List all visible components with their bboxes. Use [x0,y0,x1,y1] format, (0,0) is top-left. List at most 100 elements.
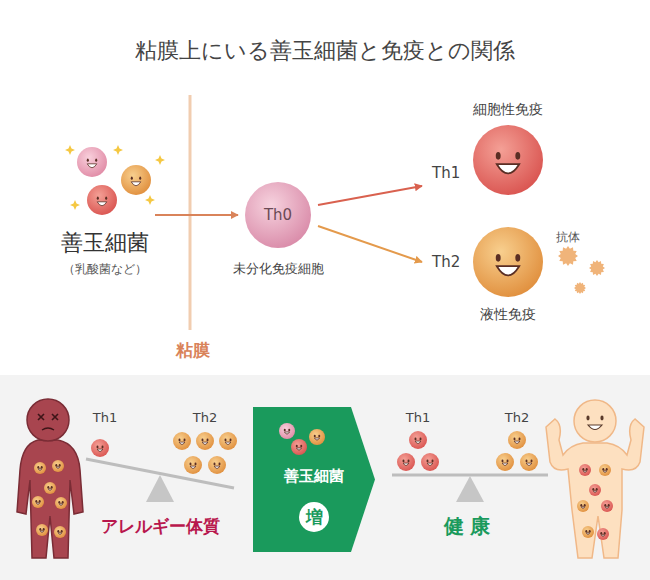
antibody-label: 抗体 [556,230,580,244]
cell-eye [496,152,501,160]
cell-body [36,524,48,536]
cell-smile [97,202,107,206]
cell-body [245,182,311,248]
cell-body [577,500,589,512]
sparkle [65,145,75,155]
cell-body [34,462,46,474]
cell-eye [604,532,606,535]
cell-eye [189,463,191,466]
cell-eye [408,460,410,463]
balance-label: Th2 [505,410,529,426]
mucosa-line [189,95,192,330]
cell-body [196,432,214,450]
cell-eye [284,429,286,432]
cell-body [54,526,66,538]
person-smile [588,425,602,430]
cell-smile [593,491,597,493]
cell-smile [502,463,508,465]
cell-smile [214,466,220,468]
smiling-cell [496,453,514,471]
balance-label: Th1 [93,410,117,426]
increase-badge: 増 [298,501,330,533]
cell-eye [585,530,587,533]
antibody [589,260,605,276]
cell-eye [39,500,41,503]
cell-eye [600,532,602,535]
cell-eye [602,468,604,471]
cell-body [121,165,151,195]
person-mouth [42,428,54,430]
cell-eye [219,463,221,466]
cell-name: Th2 [432,253,472,271]
cell-smile [514,441,520,443]
cell-eye [213,463,215,466]
smiling-cell [54,526,66,538]
naive-cell: Th0未分化免疫細胞 [244,181,312,249]
smiling-cell [520,453,538,471]
cell-eye [432,460,434,463]
mucosa-label: 粘膜 [176,340,210,360]
cell-eye [95,159,97,162]
cell-eye [296,445,298,448]
cell-smile [58,533,62,535]
cell-smile [403,463,409,465]
cell-eye [584,504,586,507]
smiling-cell [52,460,64,472]
cell-body [421,453,439,471]
cell-eye [39,528,41,531]
cell-eye [224,439,226,442]
cell-eye [59,464,61,467]
cell-ball: 液性免疫 [472,226,544,298]
cell-eye [592,488,594,491]
cell-smile [284,432,289,434]
cell-body [291,439,307,455]
cell-eye [37,466,39,469]
cell-smile [497,164,519,173]
cell-eye [589,530,591,533]
cell-eye [582,468,584,471]
cell-eye [41,466,43,469]
cell-eye [62,501,64,504]
seesaw-fulcrum [456,476,484,502]
cell-eye [47,486,49,489]
cell-eye [184,439,186,442]
increase-arrow-panel: 増善玉細菌 [253,407,375,552]
smiling-cell [582,526,594,538]
cell-body [520,453,538,471]
smiling-cell [184,456,202,474]
cell-smile [601,535,605,537]
state-label: 健康 [444,514,496,538]
cell-eye [515,152,520,160]
balance-label: Th1 [406,410,430,426]
cell-smile [296,448,301,450]
cell-smile [427,463,433,465]
cell-eye [586,468,588,471]
antibody [574,282,586,294]
cell-eye [501,460,503,463]
smiling-cell [291,439,307,455]
cell-body [599,464,611,476]
cell-smile [202,442,208,444]
smiling-cell [36,524,48,536]
cell-body [208,456,226,474]
cell-eye [513,438,515,441]
cell-eye [606,468,608,471]
cell-smile [314,438,319,440]
cell-body [77,147,107,177]
smiling-cell [279,423,295,439]
smiling-cell [121,165,151,195]
helper-cell: Th2液性免疫 [428,226,544,298]
helper-cell: Th1細胞性免疫 [428,124,544,196]
cell-eye [195,463,197,466]
antibody [558,246,578,266]
cell-eye [515,254,520,262]
cell-body [397,453,415,471]
cell-body [508,431,526,449]
smiling-cell [309,429,325,445]
cell-outline [472,226,544,298]
cell-smile [56,467,60,469]
person-eye [600,416,603,421]
cell-eye [131,177,133,180]
bottom-band [0,375,650,580]
cell-eye [531,460,533,463]
